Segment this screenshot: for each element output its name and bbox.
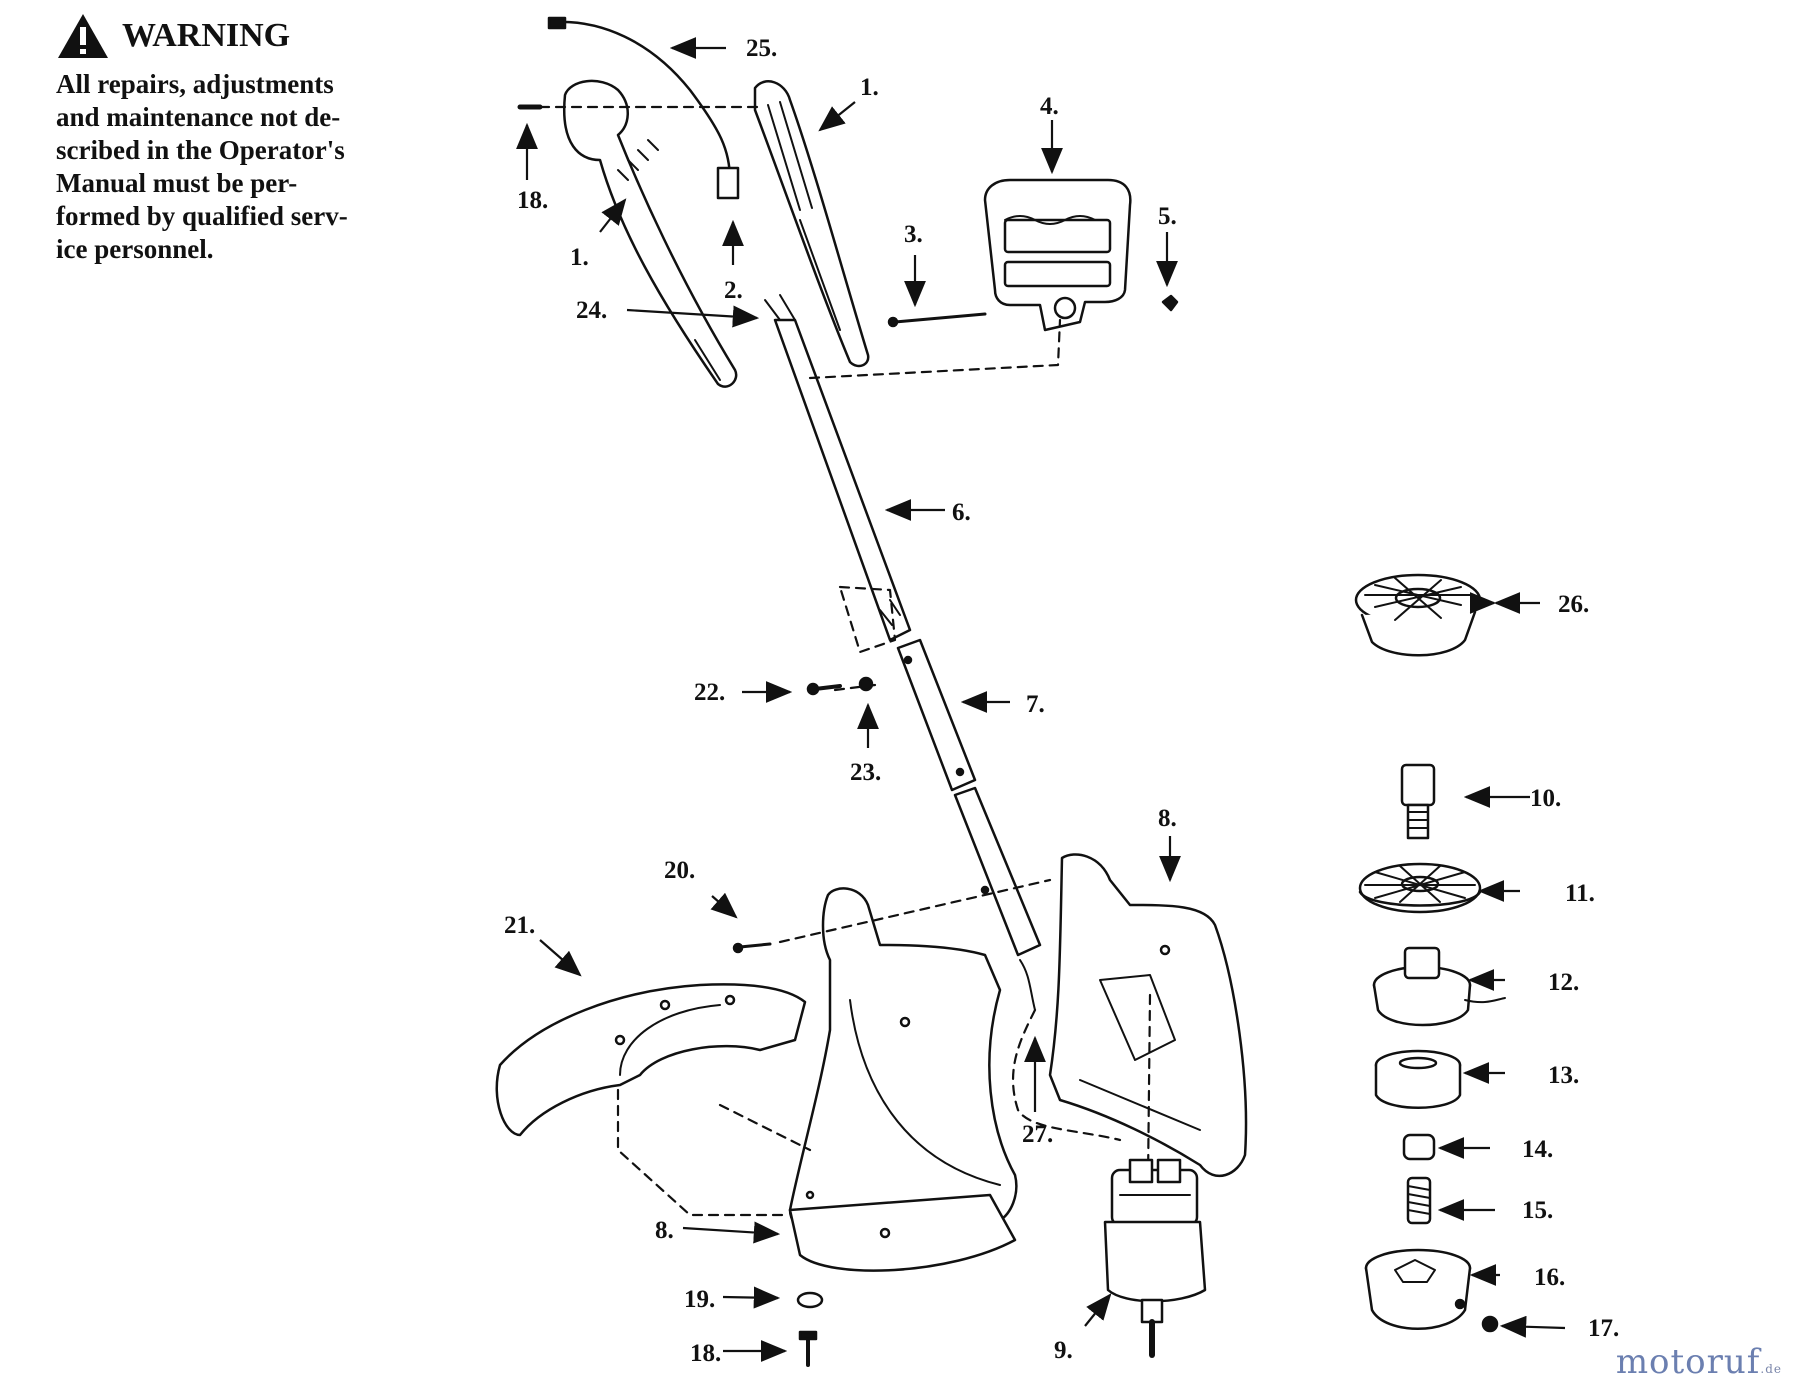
callout-23: 23. [850,759,881,786]
warning-box: WARNING All repairs, adjustments and mai… [56,12,456,266]
callout-25: 25. [746,35,777,62]
callout-20: 20. [664,857,695,884]
knob-17 [1481,1315,1499,1333]
callout-24: 24. [576,297,607,324]
callout-12: 12. [1548,969,1579,996]
line-spool-12 [1372,946,1506,1027]
callout-8-right-housing: 8. [1158,805,1177,832]
spool-cap-11 [1358,862,1482,914]
spool-housing-16 [1364,1248,1472,1330]
warning-line: formed by qualified serv- [56,201,348,231]
callout-10: 10. [1530,785,1561,812]
middle-tube [896,638,977,792]
callout-6: 6. [952,499,971,526]
assembly-lines-lower [616,878,1152,1217]
callout-17: 17. [1588,1315,1619,1342]
warning-line: ice personnel. [56,234,214,264]
callout-21: 21. [504,912,535,939]
spool-assembly-26 [1354,573,1482,657]
power-cord [547,16,740,200]
screw-20 [732,942,772,954]
warning-title: WARNING [122,17,291,54]
warning-line: Manual must be per- [56,168,298,198]
handle-half-left [562,79,738,388]
callout-27: 27. [1022,1121,1053,1148]
callout-15: 15. [1522,1197,1553,1224]
callout-11: 11. [1565,880,1595,907]
brand-tld: .de [1760,1362,1782,1376]
retainer-14 [1402,1133,1436,1161]
spool-ring-13 [1374,1049,1462,1109]
callout-2: 2. [724,277,743,304]
spool-nut-10 [1400,763,1436,840]
nut-5 [1161,294,1179,312]
washer-19 [796,1291,824,1309]
brand-name: motoruf [1615,1342,1761,1382]
guard-21 [495,983,807,1137]
assembly-lines-upper [538,105,1062,692]
callout-18-top: 18. [517,187,548,214]
handle-half-right [753,80,870,368]
leader-arrows [516,37,1566,1362]
warning-text: All repairs, adjustments and maintenance… [56,68,442,266]
motor-housing-right [1048,853,1248,1177]
screw-22 [806,682,842,696]
callout-1-right-handle: 1. [860,74,879,101]
callout-22: 22. [694,679,725,706]
callout-16: 16. [1534,1264,1565,1291]
screw-18-bottom [798,1330,818,1367]
motor-9 [1103,1158,1207,1358]
callout-5: 5. [1158,203,1177,230]
callout-18-bottom: 18. [690,1340,721,1367]
warning-line: All repairs, adjustments [56,69,334,99]
motor-housing-left [788,887,1018,1272]
warning-line: scribed in the Operator's [56,135,345,165]
callout-1-left-handle: 1. [570,244,589,271]
screw-3 [887,312,987,328]
washer-23 [858,676,874,692]
callout-26: 26. [1558,591,1589,618]
callout-14: 14. [1522,1136,1553,1163]
lower-tube [953,786,1042,1011]
callout-13: 13. [1548,1062,1579,1089]
warning-triangle-icon [58,14,108,58]
warning-line: and maintenance not de- [56,102,341,132]
spring-15 [1406,1176,1432,1225]
callout-19: 19. [684,1286,715,1313]
switch-cover [983,178,1132,332]
callout-labels: 25. 1. 4. 18. 3. 5. 1. 2. 24. 6. 26. 22.… [504,35,1619,1367]
callout-8-left-housing: 8. [655,1217,674,1244]
callout-7: 7. [1026,691,1045,718]
callout-3: 3. [904,221,923,248]
upper-tube [764,294,912,642]
callout-9: 9. [1054,1337,1073,1364]
brand-watermark: motoruf.de [1616,1342,1782,1382]
warning-heading: WARNING [56,12,456,60]
callout-4: 4. [1040,93,1059,120]
